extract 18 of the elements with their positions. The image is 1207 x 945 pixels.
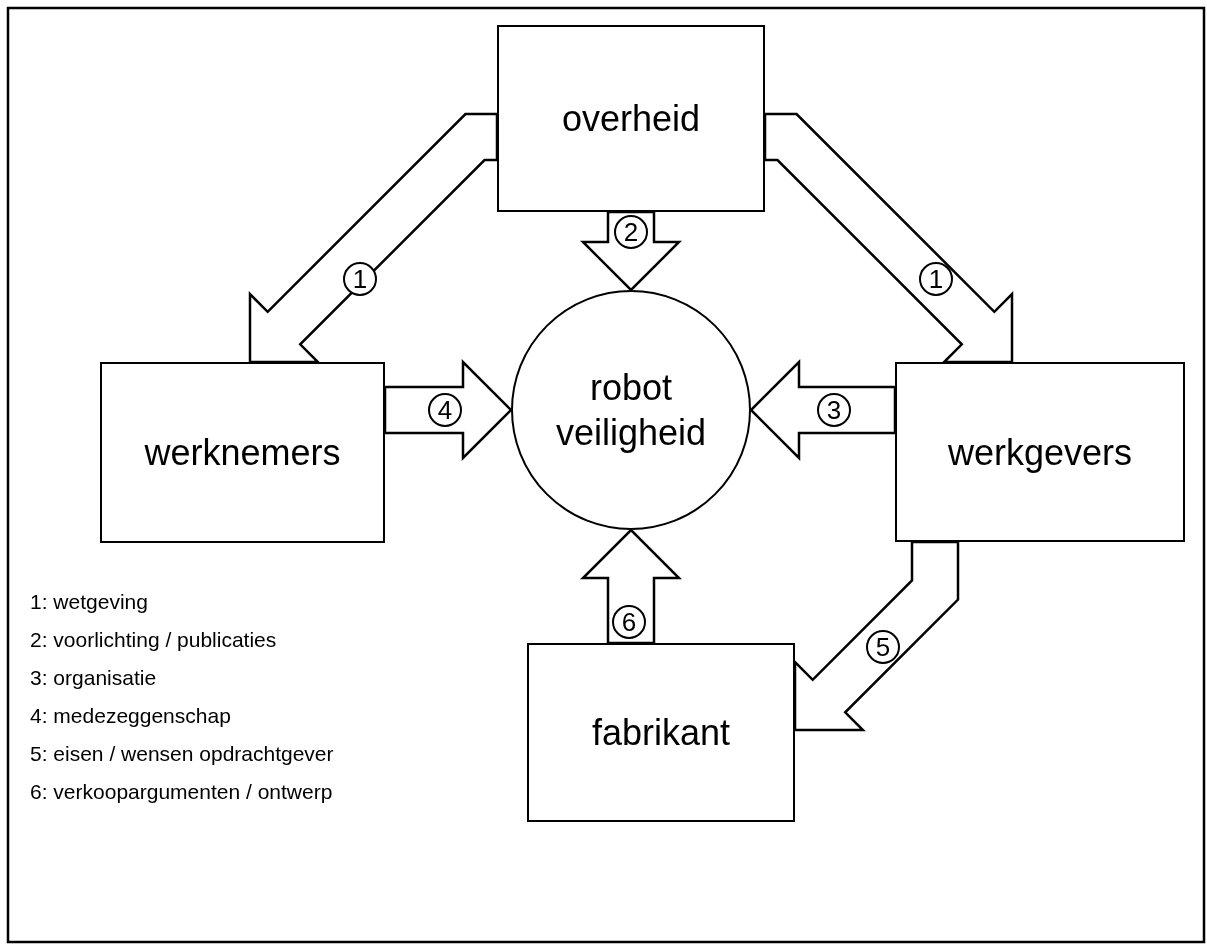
rectangle-box	[497, 25, 765, 212]
node-label: werknemers	[144, 431, 341, 475]
legend-text: 1: wetgeving	[30, 590, 148, 614]
node-label: robot veiligheid	[554, 366, 708, 455]
legend-text: 5: eisen / wensen opdrachtgever	[30, 742, 334, 766]
node-label: fabrikant	[591, 711, 731, 755]
legend-text: 4: medezeggenschap	[30, 704, 231, 728]
rectangle-box	[895, 362, 1185, 542]
block-arrow	[248, 112, 499, 364]
node-label: overheid	[561, 97, 701, 141]
block-arrow	[763, 112, 1014, 364]
rectangle-box	[527, 643, 795, 822]
rectangle-box	[100, 362, 385, 543]
legend-text: 3: organisatie	[30, 666, 157, 690]
node-label: werkgevers	[947, 430, 1133, 475]
block-arrow	[793, 540, 960, 732]
legend-text: 2: voorlichting / publicaties	[30, 628, 277, 652]
legend-text: 6: verkoopargumenten / ontwerp	[30, 780, 333, 804]
